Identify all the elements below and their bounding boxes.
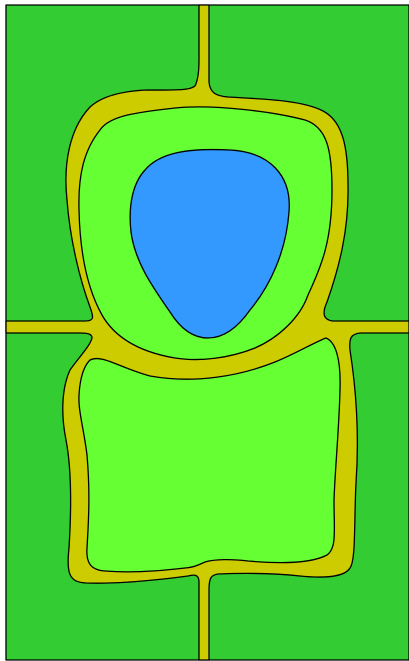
game-map [0, 0, 409, 661]
